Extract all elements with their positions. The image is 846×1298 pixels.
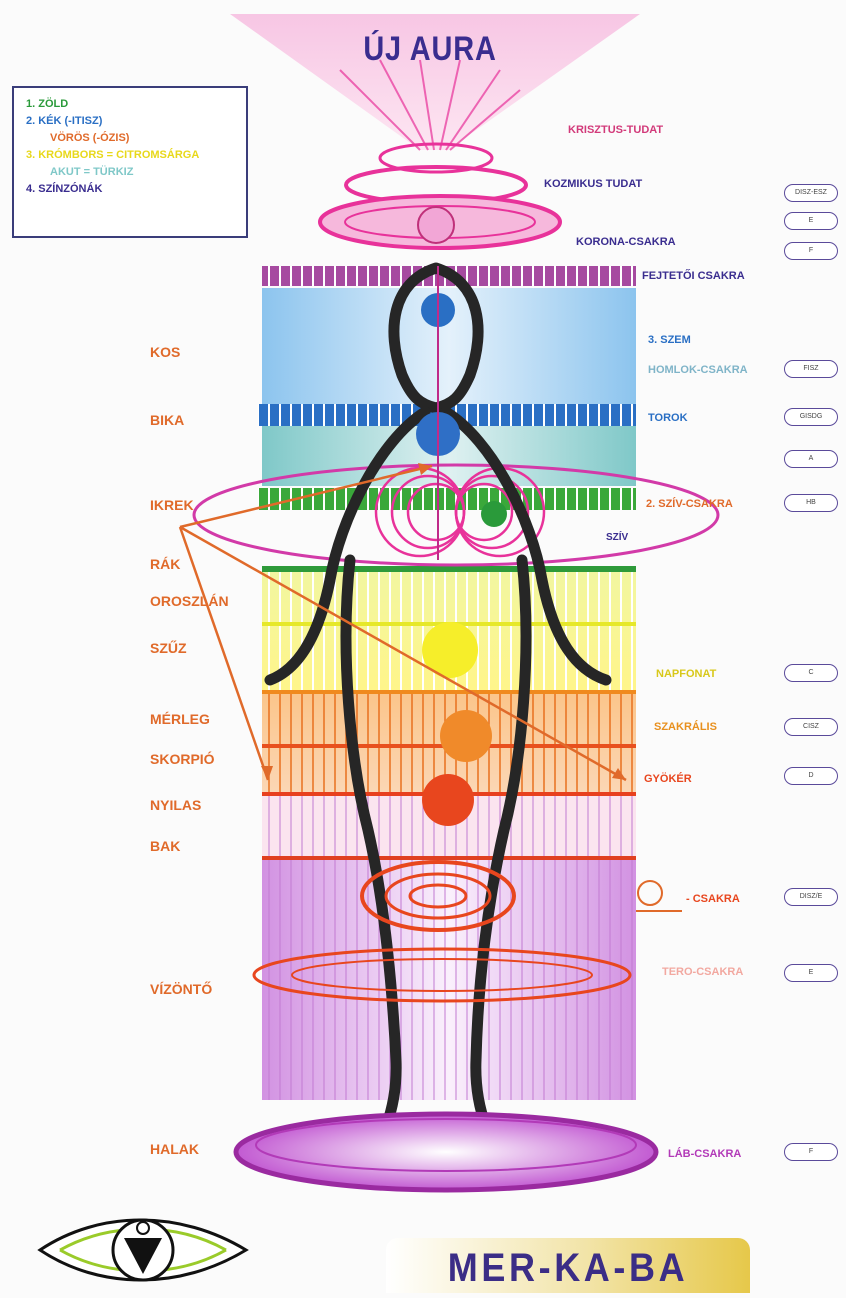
legend-item-3: 3. KRÓMBORS = CITROMSÁRGA xyxy=(26,147,234,164)
note-badge: FISZ xyxy=(784,360,838,378)
note-badge: DISZ/E xyxy=(784,888,838,906)
legend-item-2: 2. KÉK (-ITISZ) xyxy=(26,113,234,130)
legend-item-2b: VÖRÖS (-ÓZIS) xyxy=(26,130,234,147)
label-torok: TOROK xyxy=(648,412,688,424)
note-badge: E xyxy=(784,212,838,230)
zodiac-label: KOS xyxy=(150,344,180,360)
label-sziv-csakra: 2. SZÍV-CSAKRA xyxy=(646,498,733,510)
legend: 1. ZÖLD 2. KÉK (-ITISZ) VÖRÖS (-ÓZIS) 3.… xyxy=(12,86,248,238)
label-csakra: - CSAKRA xyxy=(686,893,740,905)
zodiac-label: VÍZÖNTŐ xyxy=(150,981,212,997)
label-homlok-csakra: HOMLOK-CSAKRA xyxy=(648,364,748,376)
label-lab-csakra: LÁB-CSAKRA xyxy=(668,1148,741,1160)
zodiac-label: SKORPIÓ xyxy=(150,751,215,767)
zodiac-label: BIKA xyxy=(150,412,184,428)
note-badge: D xyxy=(784,767,838,785)
zodiac-label: MÉRLEG xyxy=(150,711,210,727)
eye-logo-icon xyxy=(40,1220,246,1280)
note-badge: A xyxy=(784,450,838,468)
label-tero-csakra: TERO-CSAKRA xyxy=(662,966,743,978)
note-badge: E xyxy=(784,964,838,982)
zodiac-label: IKREK xyxy=(150,497,194,513)
mer-ka-ba-banner: MER-KA-BA xyxy=(386,1238,750,1293)
banner-text: MER-KA-BA xyxy=(404,1238,732,1298)
note-badge: GISDG xyxy=(784,408,838,426)
zodiac-label: BAK xyxy=(150,838,180,854)
page-title: ÚJ AURA xyxy=(354,30,507,69)
legend-item-4: 4. SZÍNZÓNÁK xyxy=(26,181,234,198)
note-badge: HB xyxy=(784,494,838,512)
zodiac-label: HALAK xyxy=(150,1141,199,1157)
label-napfonat: NAPFONAT xyxy=(656,668,716,680)
label-sziv: SZÍV xyxy=(606,532,628,543)
legend-item-3b: AKUT = TÜRKIZ xyxy=(26,164,234,181)
label-korona-csakra: KORONA-CSAKRA xyxy=(576,236,676,248)
note-badge: F xyxy=(784,242,838,260)
note-badge: DISZ-ESZ xyxy=(784,184,838,202)
legend-item-1: 1. ZÖLD xyxy=(26,96,234,113)
label-szakralis: SZAKRÁLIS xyxy=(654,721,717,733)
zodiac-label: SZŰZ xyxy=(150,640,187,656)
label-fejteto-csakra: FEJTETŐI CSAKRA xyxy=(642,270,745,282)
label-3-szem: 3. SZEM xyxy=(648,334,691,346)
note-badge: F xyxy=(784,1143,838,1161)
label-gyoker: GYÖKÉR xyxy=(644,773,692,785)
zodiac-label: RÁK xyxy=(150,556,180,572)
note-badge: C xyxy=(784,664,838,682)
zodiac-label: OROSZLÁN xyxy=(150,593,229,609)
zodiac-label: NYILAS xyxy=(150,797,201,813)
label-kozmikus-tudat: KOZMIKUS TUDAT xyxy=(544,178,642,190)
label-krisztus-tudat: KRISZTUS-TUDAT xyxy=(568,124,663,136)
note-badge: CISZ xyxy=(784,718,838,736)
